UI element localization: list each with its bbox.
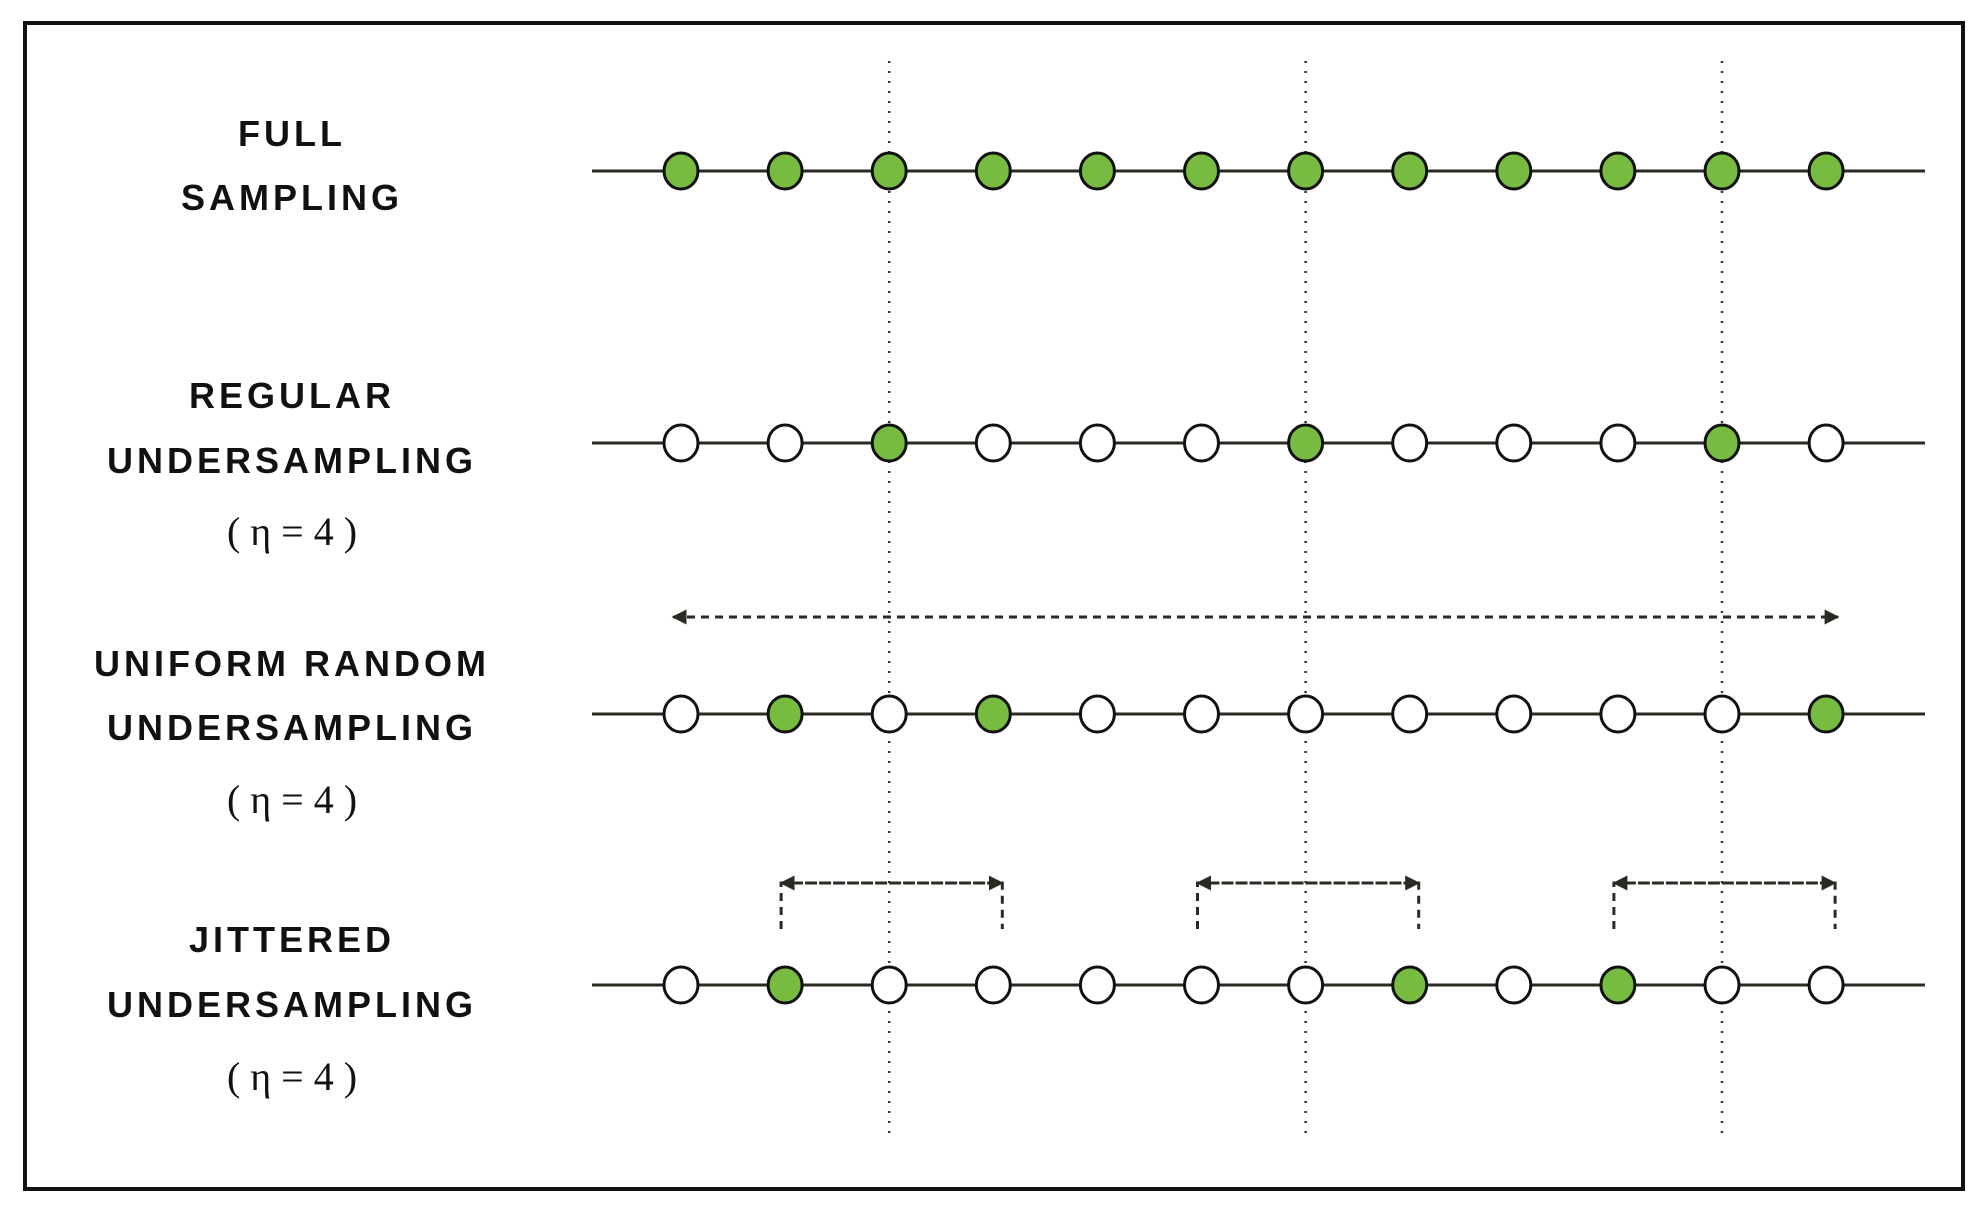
sample-point-filled [1287, 151, 1325, 191]
sample-point-filled [766, 965, 804, 1005]
sample-point-empty [1807, 965, 1845, 1005]
sample-point-empty [870, 965, 908, 1005]
sample-point-empty [766, 423, 804, 463]
sample-point-empty [974, 423, 1012, 463]
row-jittered: JITTERED UNDERSAMPLING ( η = 4 ) [107, 919, 1925, 1099]
sample-point-empty [662, 423, 700, 463]
sample-point-empty [1391, 423, 1429, 463]
sample-point-filled [766, 151, 804, 191]
sample-point-filled [1078, 151, 1116, 191]
sample-point-empty [1599, 423, 1637, 463]
sample-point-empty [870, 694, 908, 734]
row-label: UNDERSAMPLING [107, 707, 477, 748]
sample-point-empty [1391, 694, 1429, 734]
sample-point-filled [1495, 151, 1533, 191]
sample-point-filled [1287, 423, 1325, 463]
sample-point-empty [1495, 694, 1533, 734]
sample-point-empty [1183, 965, 1220, 1005]
sample-point-empty [1078, 423, 1116, 463]
sample-point-empty [1183, 423, 1220, 463]
sample-point-empty [974, 965, 1012, 1005]
undersampling-factor: ( η = 4 ) [227, 1054, 357, 1099]
sample-point-filled [974, 694, 1012, 734]
sample-point-empty [1703, 694, 1741, 734]
sample-point-filled [1183, 151, 1220, 191]
row-label: UNDERSAMPLING [107, 984, 477, 1025]
sample-point-filled [1391, 151, 1429, 191]
sample-point-filled [1599, 151, 1637, 191]
sample-point-filled [766, 694, 804, 734]
sample-point-filled [870, 151, 908, 191]
sample-point-empty [1287, 965, 1325, 1005]
sample-point-filled [974, 151, 1012, 191]
sample-point-filled [1391, 965, 1429, 1005]
row-label: UNDERSAMPLING [107, 440, 477, 481]
sample-point-filled [870, 423, 908, 463]
row-label: JITTERED [189, 919, 395, 960]
sample-point-empty [1495, 423, 1533, 463]
sample-point-filled [1703, 151, 1741, 191]
sample-point-filled [1703, 423, 1741, 463]
sample-point-empty [1703, 965, 1741, 1005]
sample-point-empty [1495, 965, 1533, 1005]
sample-point-empty [1599, 694, 1637, 734]
sample-point-empty [1078, 965, 1116, 1005]
sample-point-empty [1807, 423, 1845, 463]
sample-point-empty [1183, 694, 1220, 734]
undersampling-factor: ( η = 4 ) [227, 509, 357, 554]
row-regular: REGULAR UNDERSAMPLING ( η = 4 ) [107, 375, 1925, 554]
row-label: FULL [238, 113, 346, 154]
sample-point-empty [1287, 694, 1325, 734]
sample-point-empty [662, 694, 700, 734]
sample-point-filled [662, 151, 700, 191]
undersampling-factor: ( η = 4 ) [227, 777, 357, 822]
row-uniform-random: UNIFORM RANDOM UNDERSAMPLING ( η = 4 ) [94, 643, 1925, 822]
row-label: REGULAR [189, 375, 395, 416]
sample-point-empty [1078, 694, 1116, 734]
sample-point-filled [1807, 151, 1845, 191]
row-full: FULL SAMPLING [181, 113, 1925, 218]
sample-point-filled [1599, 965, 1637, 1005]
sample-point-filled [1807, 694, 1845, 734]
row-label: SAMPLING [181, 177, 403, 218]
row-label: UNIFORM RANDOM [94, 643, 490, 684]
sample-point-empty [662, 965, 700, 1005]
